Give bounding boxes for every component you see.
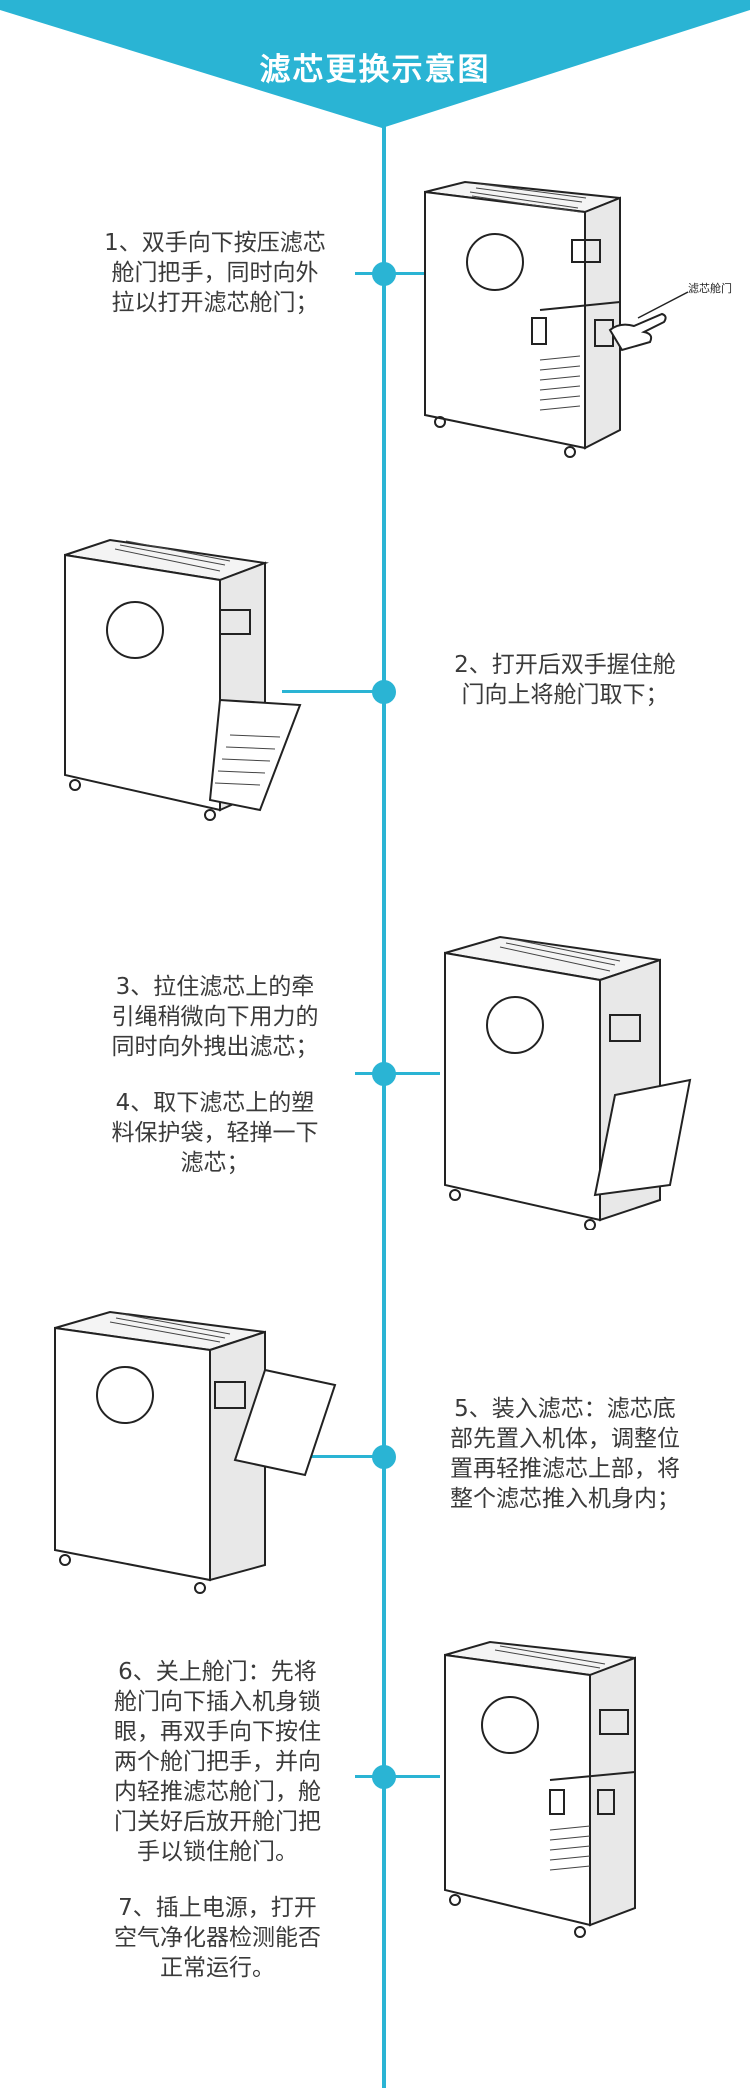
connector-3 (355, 1072, 440, 1075)
step-2-text: 2、打开后双手握住舱 门向上将舱门取下； (454, 652, 676, 708)
connector-4 (300, 1455, 382, 1458)
timeline-node-icon (372, 262, 396, 286)
connector-2 (282, 690, 382, 693)
filter-door-callout: 滤芯舱门 (688, 281, 732, 295)
air-purifier-illustration (444, 1640, 636, 1938)
air-purifier-illustration: 滤芯舱门 (424, 180, 732, 458)
hand-pointer-icon (608, 312, 667, 352)
page-title: 滤芯更换示意图 (259, 52, 491, 88)
timeline-node-icon (372, 680, 396, 704)
step-5-text: 5、装入滤芯：滤芯底 部先置入机体，调整位 置再轻推滤芯上部，将 整个滤芯推入机… (450, 1396, 680, 1512)
timeline-node-icon (372, 1765, 396, 1789)
air-purifier-illustration (54, 1310, 337, 1594)
step-6-7-text: 6、关上舱门：先将 舱门向下插入机身锁 眼，再双手向下按住 两个舱门把手，并向 … (114, 1659, 321, 1981)
timeline-node-icon (372, 1445, 396, 1469)
step-3-4-text: 3、拉住滤芯上的牵 引绳稍微向下用力的 同时向外拽出滤芯； 4、取下滤芯上的塑 … (111, 974, 319, 1176)
step-1-text: 1、双手向下按压滤芯 舱门把手，同时向外 拉以打开滤芯舱门； (104, 230, 326, 316)
air-purifier-illustration (64, 538, 302, 821)
timeline-line (382, 120, 386, 2088)
timeline-node-icon (372, 1062, 396, 1086)
header-banner (0, 0, 750, 128)
air-purifier-illustration (444, 935, 692, 1230)
connector-5 (355, 1775, 440, 1778)
